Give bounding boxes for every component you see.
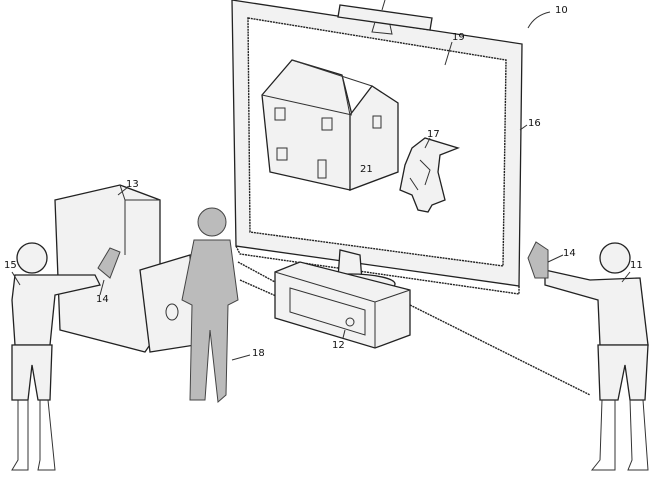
character-17 — [399, 137, 460, 213]
label-avatar: 18 — [252, 348, 265, 359]
user-15 — [11, 242, 121, 471]
user-11 — [527, 241, 649, 471]
label-chair: 13 — [126, 179, 139, 190]
label-controller-right: 14 — [563, 248, 576, 259]
label-console: 12 — [332, 340, 345, 351]
label-user-left: 15 — [4, 260, 17, 271]
chair-13 — [54, 184, 196, 353]
leader-lines — [11, 11, 631, 361]
label-house: 21 — [360, 164, 373, 175]
label-system: 10 — [555, 5, 568, 16]
label-screen: 19 — [452, 32, 465, 43]
sensor-bar — [337, 0, 433, 35]
label-character: 17 — [427, 129, 440, 140]
label-user-right: 11 — [630, 260, 643, 271]
console-12 — [274, 261, 411, 349]
house-21 — [261, 59, 399, 191]
avatar-18 — [181, 207, 239, 404]
label-display: 16 — [528, 118, 541, 129]
label-controller-left: 14 — [96, 294, 109, 305]
